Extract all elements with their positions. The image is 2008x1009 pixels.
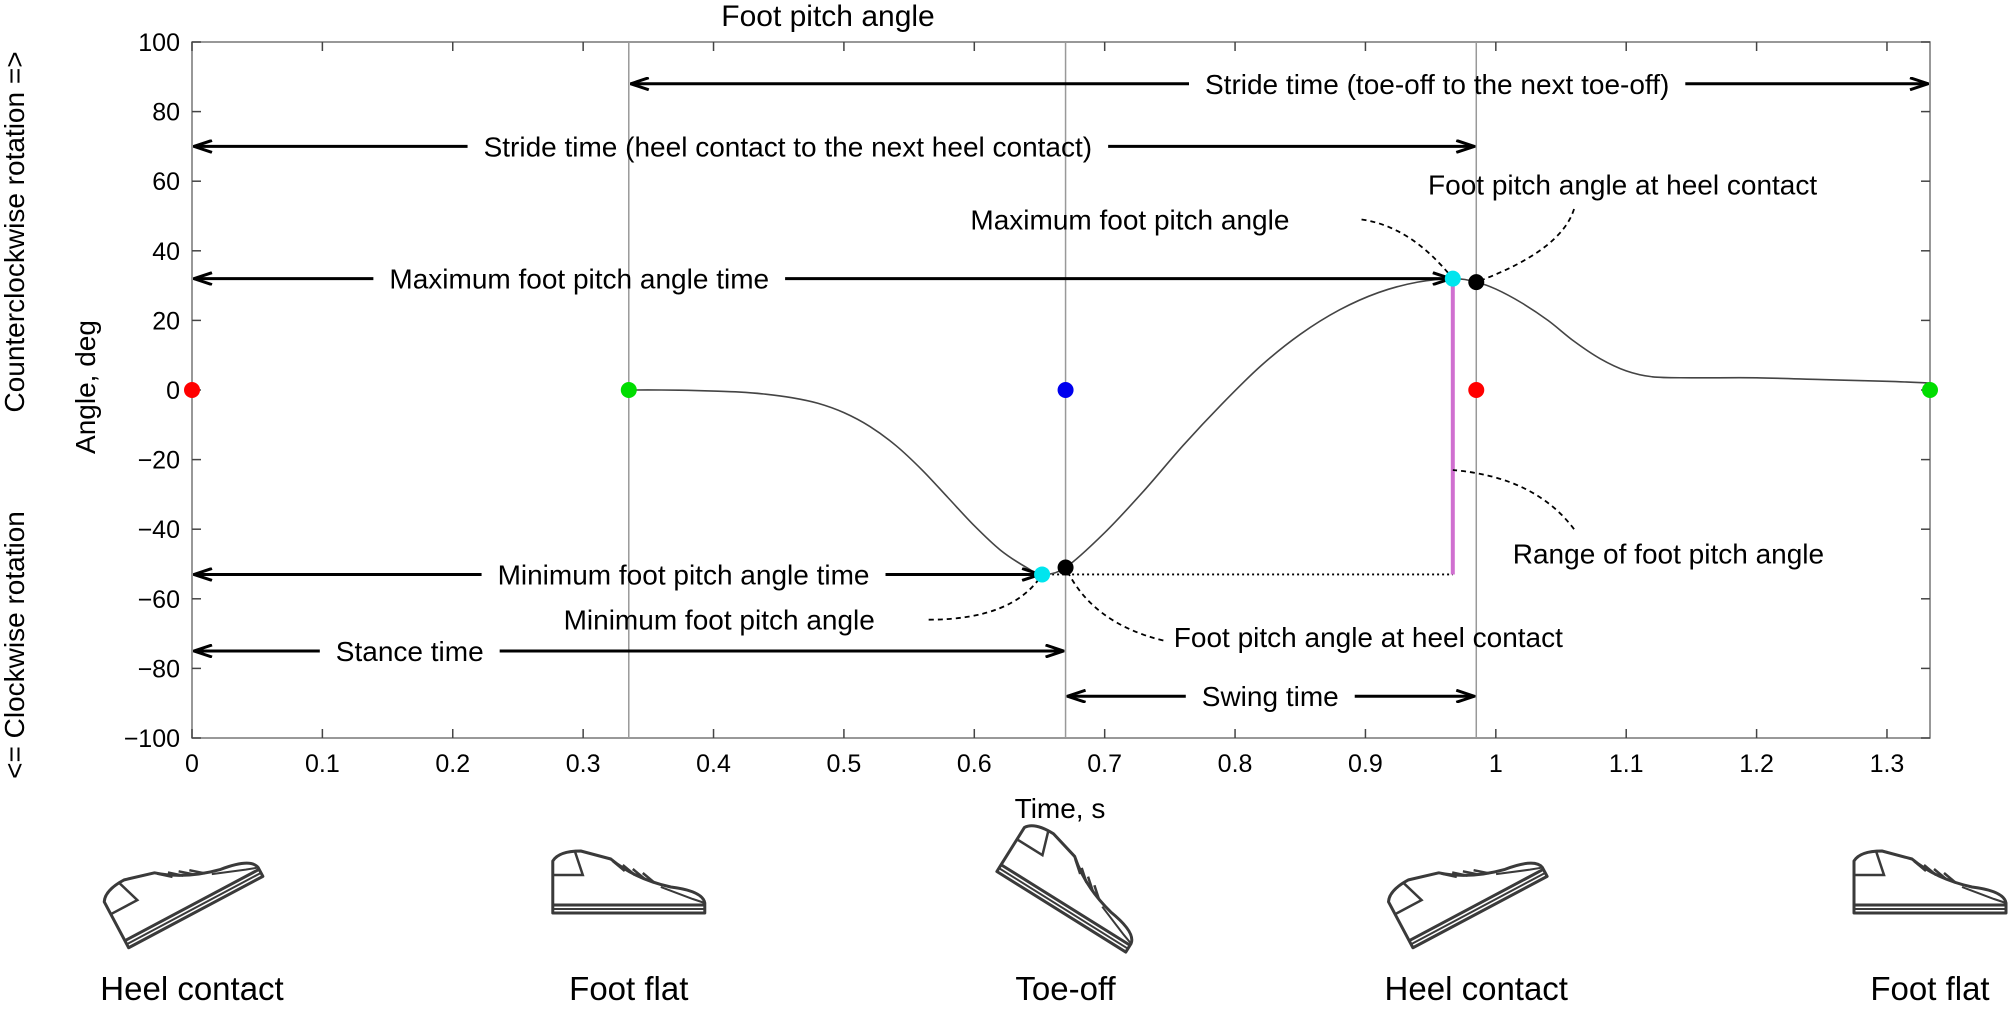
gait-phase-label: Heel contact [1385,970,1568,1007]
x-tick-label: 0.8 [1218,750,1253,778]
callout-label: Foot pitch angle at heel contact [1428,170,1817,201]
y-tick-label: −100 [124,725,180,753]
callout-leader-line [1064,567,1164,642]
shoe-drawing [1382,820,1549,950]
y-tick-label: 100 [138,29,180,57]
y-tick-label: 0 [166,377,180,405]
side-label-counterclockwise: Counterclockwise rotation => [0,51,30,412]
double-arrow-annotation: Swing time [1068,681,1475,712]
callout-label: Range of foot pitch angle [1513,539,1824,570]
gait-event-marker [620,382,637,398]
shoe-toe-off-icon [995,817,1161,954]
double-arrow-annotation: Stance time [194,636,1064,667]
callout-leader-line [1361,218,1454,280]
callout: Maximum foot pitch angle [970,204,1454,280]
y-tick-label: 60 [152,168,180,196]
y-axis-label: Angle, deg [70,320,101,454]
annotation-label: Stride time (heel contact to the next he… [484,131,1093,162]
x-tick-label: 0.6 [957,750,992,778]
gait-phase-label: Foot flat [569,970,688,1007]
callout: Minimum foot pitch angle [564,573,1043,636]
callout-leader-line [1475,208,1575,283]
shoe-heel-contact-icon [98,820,265,950]
x-tick-label: 1 [1489,750,1503,778]
double-arrow-annotation: Stride time (heel contact to the next he… [194,131,1474,162]
shoe-foot-flat-icon [1852,849,2008,915]
callout-leader-line [928,573,1043,621]
annotation-label: Stride time (toe-off to the next toe-off… [1205,69,1669,100]
gait-event-marker [184,382,200,398]
shoe-drawing [995,817,1161,954]
callout-label: Maximum foot pitch angle [970,204,1289,235]
x-tick-label: 1.1 [1609,750,1644,778]
gait-event-marker [1057,382,1074,398]
callout: Range of foot pitch angle [1452,469,1824,570]
callout-label: Foot pitch angle at heel contact [1174,622,1563,653]
annotation-label: Maximum foot pitch angle time [389,264,769,295]
gait-event-marker [1922,382,1938,398]
pitch-angle-curve [628,277,1931,576]
callout: Foot pitch angle at heel contact [1428,170,1817,283]
x-tick-label: 0.9 [1348,750,1383,778]
callout-label: Minimum foot pitch angle [564,605,875,636]
extremum-marker [1034,566,1051,583]
y-tick-label: −20 [138,447,180,475]
y-tick-label: −60 [138,586,180,614]
y-tick-label: 20 [152,307,180,335]
x-tick-label: 0.4 [696,750,731,778]
shoe-drawing [98,820,265,950]
double-arrow-annotation: Stride time (toe-off to the next toe-off… [631,69,1928,100]
shoe-drawing [1852,849,2008,915]
x-tick-label: 0 [185,750,199,778]
x-tick-label: 0.1 [305,750,340,778]
x-axis-label: Time, s [1015,793,1106,824]
tick-layer: 0 0.1 0.2 0.3 0.4 0.5 0.6 0.7 0.8 0.9 1 1.1 1.2 1.3 −1… [124,29,1930,778]
double-arrow-annotation: Minimum foot pitch angle time [194,559,1040,590]
gait-phase-label: Toe-off [1015,970,1116,1007]
y-tick-label: 40 [152,238,180,266]
curve-layer [628,277,1931,576]
shoe-drawing [551,849,707,915]
extremum-marker [1444,270,1461,287]
callout: Foot pitch angle at heel contact [1064,567,1563,653]
annotation-label: Swing time [1202,681,1339,712]
x-tick-label: 0.7 [1087,750,1122,778]
heel-contact-angle-marker [1057,559,1074,576]
gait-phase-label: Heel contact [100,970,283,1007]
side-label-clockwise: <= Clockwise rotation [0,511,30,779]
annotation-label: Minimum foot pitch angle time [498,559,870,590]
heel-contact-angle-marker [1468,274,1485,291]
x-tick-label: 0.2 [435,750,470,778]
y-tick-label: 80 [152,99,180,127]
callout-leader-line [1452,469,1575,530]
x-tick-label: 0.3 [566,750,601,778]
shoe-foot-flat-icon [551,849,707,915]
annotation-label: Stance time [336,636,484,667]
gait-phase-label: Foot flat [1870,970,1989,1007]
double-arrow-annotation: Maximum foot pitch angle time [194,264,1451,295]
y-tick-label: −80 [138,655,180,683]
x-tick-label: 1.2 [1739,750,1774,778]
gait-event-marker [1468,382,1485,398]
marker-layer [184,270,1938,583]
annotation-layer: Stride time (toe-off to the next toe-off… [194,69,1928,712]
y-tick-label: −40 [138,516,180,544]
x-tick-label: 0.5 [827,750,862,778]
gait-phase-layer: Heel contact Foot flat Toe-off Heel contact… [98,817,2008,1007]
shoe-heel-contact-icon [1382,820,1549,950]
x-tick-label: 1.3 [1870,750,1905,778]
chart-title: Foot pitch angle [721,0,934,33]
